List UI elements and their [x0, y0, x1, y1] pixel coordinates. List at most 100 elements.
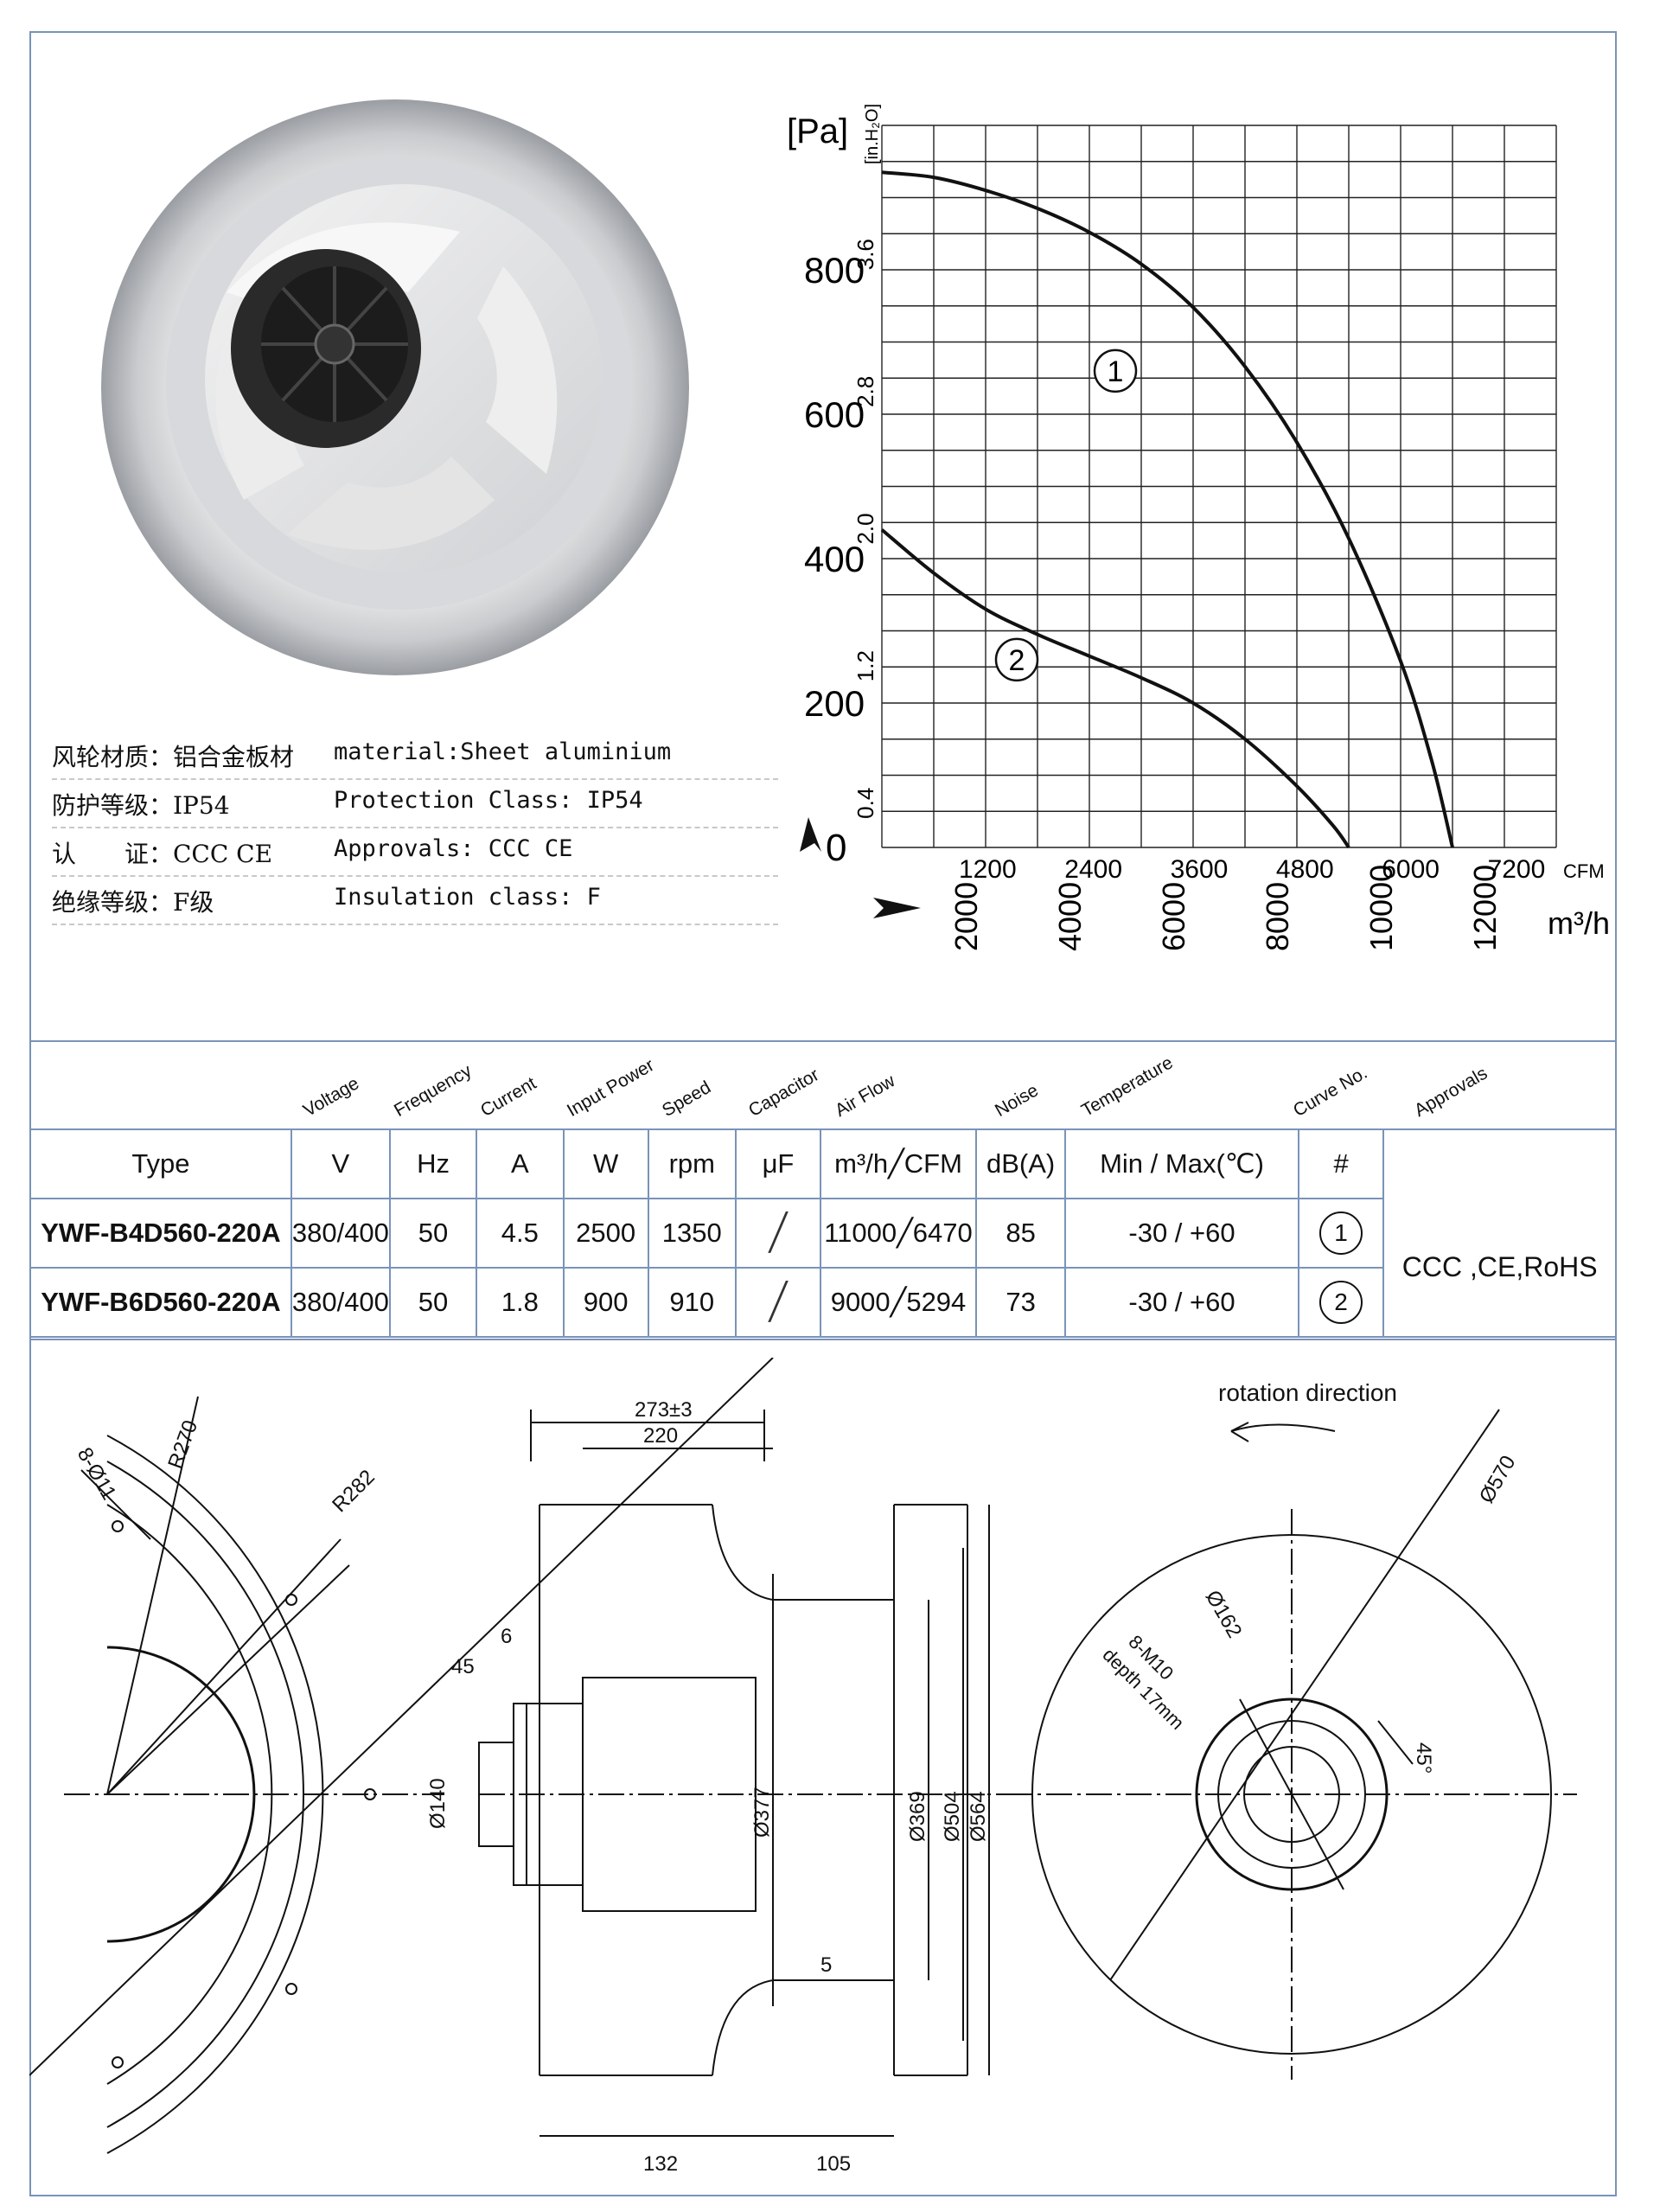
label-rotation: rotation direction	[1218, 1379, 1397, 1406]
approvals-value: CCC ,CE,RoHS	[1382, 1199, 1617, 1338]
spec-cn: 绝缘等级：F级	[52, 888, 214, 917]
col-type: Type	[29, 1128, 292, 1199]
col-current: A	[476, 1128, 565, 1199]
col-airflow: m³/h╱CFM	[820, 1128, 977, 1199]
side-view	[29, 1358, 1024, 2137]
label-6: 6	[501, 1625, 512, 1648]
series-1-marker	[1093, 348, 1138, 393]
col-speed: rpm	[647, 1128, 737, 1199]
rotated-header: Approvals	[1411, 1063, 1491, 1122]
row-type: YWF-B6D560-220A	[29, 1267, 292, 1338]
y-axis-alt-label: [in.H₂O]	[863, 104, 882, 164]
x-tick-cfm: 2400	[1064, 855, 1122, 884]
rotated-header: Capacitor	[745, 1064, 823, 1122]
spec-cn: 风轮材质：铝合金板材	[52, 743, 295, 771]
curve-badge: 2	[1319, 1281, 1363, 1324]
row-curve: 1	[1297, 1198, 1385, 1269]
fan-photo	[101, 99, 689, 675]
col-curve: #	[1297, 1128, 1385, 1199]
curve-badge: 1	[1319, 1211, 1363, 1255]
y-tick-label: 0	[826, 827, 846, 869]
row-frequency: 50	[388, 1198, 478, 1269]
rotated-header: Air Flow	[832, 1071, 899, 1122]
label-d369: Ø369	[906, 1791, 929, 1842]
row-current: 4.5	[476, 1198, 565, 1269]
chart-curves: 12	[880, 170, 1454, 849]
label-r282: R282	[328, 1466, 380, 1518]
x-tick-m3h: 10000	[1363, 865, 1399, 951]
y-alt-tick-label: 0.4	[852, 788, 878, 819]
capacitor-value: ╱	[769, 1282, 788, 1322]
rotated-header: Voltage	[300, 1073, 363, 1122]
row-temperature: -30 / +60	[1064, 1198, 1299, 1269]
table-row: YWF-B6D560-220A 380/400 50 1.8 900 910 ╱…	[29, 1267, 1616, 1338]
row-capacitor: ╱	[734, 1267, 822, 1338]
row-type: YWF-B4D560-220A	[29, 1198, 292, 1269]
front-view	[1006, 1409, 1577, 2080]
spec-row: 风轮材质：铝合金板材 material:Sheet aluminium	[52, 732, 778, 780]
label-220: 220	[643, 1424, 678, 1448]
divider-bottom	[29, 1339, 1617, 1340]
y-axis-label: [Pa]	[787, 112, 848, 150]
y-tick-label: 600	[804, 394, 865, 435]
series-1-line	[881, 170, 1454, 848]
x-tick-m3h: 12000	[1467, 865, 1503, 951]
row-curve: 2	[1297, 1267, 1385, 1338]
row-voltage: 380/400	[290, 1198, 391, 1269]
row-airflow: 9000╱5294	[820, 1267, 977, 1338]
spec-en: material:Sheet aluminium	[334, 738, 672, 765]
spec-en: Protection Class: IP54	[334, 787, 643, 814]
col-frequency: Hz	[388, 1128, 478, 1199]
row-noise: 73	[974, 1267, 1067, 1338]
x-tick-cfm: 7200	[1488, 855, 1546, 884]
rotated-header: Speed	[659, 1077, 715, 1122]
rotated-header: Frequency	[391, 1060, 476, 1122]
label-d564: Ø564	[967, 1791, 990, 1842]
x-tick-cfm: 6000	[1382, 855, 1440, 884]
col-capacitor: μF	[734, 1128, 822, 1199]
label-45: 45	[451, 1655, 475, 1678]
rotated-header: Noise	[992, 1080, 1043, 1122]
rotated-header: Current	[477, 1073, 540, 1122]
chart-grid	[881, 125, 1557, 848]
x-tick-cfm: 1200	[959, 855, 1017, 884]
spec-list: 风轮材质：铝合金板材 material:Sheet aluminium 防护等级：I…	[52, 732, 778, 925]
table-row: YWF-B4D560-220A 380/400 50 4.5 2500 1350…	[29, 1198, 1617, 1338]
x-tick-cfm: 4800	[1276, 855, 1334, 884]
series-2-label: 2	[1009, 644, 1025, 677]
row-current: 1.8	[476, 1267, 565, 1338]
row-power: 900	[562, 1267, 649, 1338]
y-tick-label: 200	[804, 683, 865, 724]
x-tick-cfm: 3600	[1171, 855, 1229, 884]
label-d570: Ø570	[1475, 1452, 1521, 1507]
label-r270: R270	[163, 1417, 202, 1472]
row-frequency: 50	[388, 1267, 478, 1338]
divider-top	[29, 1040, 1617, 1042]
col-temperature: Min / Max(℃)	[1064, 1128, 1299, 1199]
row-power: 2500	[562, 1198, 649, 1269]
label-45deg: 45°	[1412, 1742, 1435, 1774]
row-speed: 1350	[647, 1198, 737, 1269]
label-105: 105	[816, 2152, 851, 2176]
y-arrow-icon	[800, 817, 821, 852]
series-1-label: 1	[1108, 355, 1124, 388]
y-tick-label: 800	[804, 250, 865, 291]
flange-view	[64, 1396, 444, 2154]
chart-labels: 02004006008000.41.22.02.83.6[Pa][in.H₂O]…	[787, 104, 1610, 951]
x-tick-m3h: 4000	[1052, 882, 1088, 951]
row-capacitor: ╱	[734, 1198, 822, 1269]
row-airflow: 11000╱6470	[820, 1198, 977, 1269]
x-arrow-icon	[873, 898, 921, 918]
performance-chart: 12 02004006008000.41.22.02.83.6[Pa][in.H…	[787, 104, 1610, 951]
label-d377: Ø377	[750, 1787, 774, 1838]
label-273: 273±3	[635, 1398, 693, 1422]
spec-en: Approvals: CCC CE	[334, 835, 573, 862]
x-tick-m3h: 2000	[948, 882, 984, 951]
capacitor-value: ╱	[769, 1213, 788, 1253]
col-noise: dB(A)	[974, 1128, 1067, 1199]
